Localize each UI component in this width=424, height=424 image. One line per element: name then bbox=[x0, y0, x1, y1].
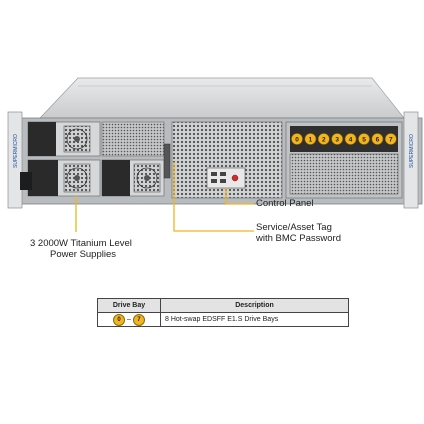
drive-bay-2: 2 bbox=[317, 133, 330, 145]
drive-bay-number: 1 bbox=[309, 136, 313, 143]
drive-bay-0: 0 bbox=[291, 133, 303, 145]
control-panel-callout-line bbox=[225, 188, 254, 205]
service-asset-tag bbox=[163, 143, 171, 179]
drive-bay-legend-table: Drive Bay Description 0–7 8 Hot-swap EDS… bbox=[97, 298, 349, 327]
drive-bay-number: 2 bbox=[322, 136, 326, 143]
drive-bay-number: 3 bbox=[335, 136, 339, 143]
drive-bay-marker bbox=[317, 133, 330, 145]
drive-bay-number: 7 bbox=[389, 136, 393, 143]
drive-bay-marker bbox=[291, 133, 303, 145]
psu-label-line2: Power Supplies bbox=[50, 249, 117, 260]
drive-bay-7: 7 bbox=[384, 133, 397, 145]
drive-bay-marker bbox=[304, 133, 317, 145]
service-tag-label-line1: Service/Asset Tag bbox=[256, 222, 332, 233]
drive-bays: 0 1 2 3 4 5 6 7 bbox=[291, 133, 397, 145]
service-tag-label-line2: with BMC Password bbox=[256, 233, 341, 244]
psu-label-line1: 3 2000W Titanium Level bbox=[30, 238, 132, 249]
table-row: 0–7 8 Hot-swap EDSFF E1.S Drive Bays bbox=[97, 312, 349, 327]
legend-bay-range: 0–7 bbox=[97, 312, 161, 327]
psu-bottom-middle bbox=[101, 159, 165, 197]
legend-header-description: Description bbox=[160, 298, 349, 313]
service-tag-callout-line bbox=[173, 162, 254, 232]
control-panel-label: Control Panel bbox=[256, 198, 314, 209]
left-rack-ear bbox=[7, 111, 23, 209]
vent-panel-upper bbox=[101, 121, 165, 157]
drive-bay-marker bbox=[331, 133, 344, 145]
drive-bay-6: 6 bbox=[371, 133, 384, 145]
chassis-top bbox=[39, 77, 405, 119]
drive-bay-number: 4 bbox=[349, 136, 353, 143]
drive-bay-marker bbox=[358, 133, 370, 145]
drive-bay-marker bbox=[344, 133, 357, 145]
psu-top-left bbox=[27, 121, 101, 157]
drive-bay-marker bbox=[371, 133, 384, 145]
drive-bay-number: 0 bbox=[295, 136, 299, 143]
bay-badge-start: 0 bbox=[113, 313, 126, 326]
psu-bottom-left bbox=[20, 159, 101, 197]
legend-header-drive-bay: Drive Bay bbox=[97, 298, 161, 313]
drive-bay-3: 3 bbox=[331, 133, 344, 145]
drive-bay-marker bbox=[384, 133, 397, 145]
bay-badge-end: 7 bbox=[132, 313, 145, 326]
drive-bay-1: 1 bbox=[304, 133, 317, 145]
drive-bay-number: 5 bbox=[362, 136, 366, 143]
legend-description: 8 Hot-swap EDSFF E1.S Drive Bays bbox=[160, 312, 349, 327]
drive-bay-number: 6 bbox=[376, 136, 380, 143]
power-led bbox=[231, 174, 239, 182]
drive-bay-4: 4 bbox=[344, 133, 357, 145]
control-panel bbox=[206, 167, 246, 189]
right-ear-brand: SUPERMICRO bbox=[409, 134, 415, 168]
bay-range-separator: – bbox=[127, 316, 131, 323]
drive-bay-5: 5 bbox=[358, 133, 370, 145]
left-ear-brand: SUPERMICRO bbox=[13, 134, 19, 168]
right-rack-ear bbox=[403, 111, 419, 209]
